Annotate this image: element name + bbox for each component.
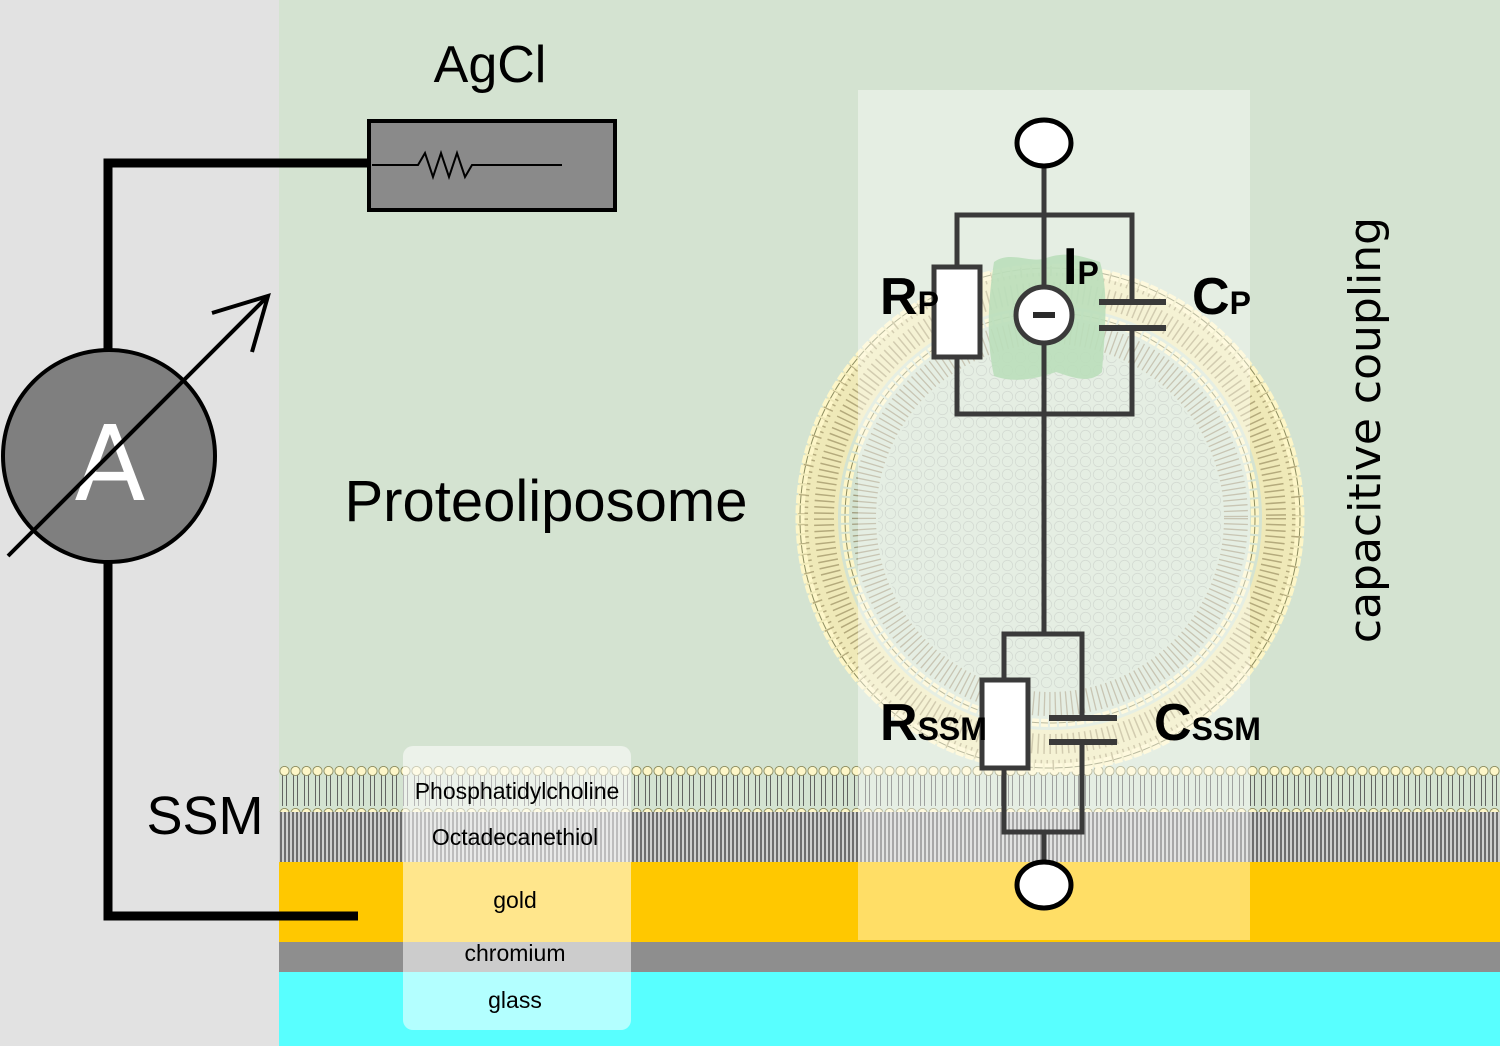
gold-label: gold	[493, 887, 536, 913]
terminal-top	[1014, 117, 1074, 169]
rssm-resistor	[979, 677, 1031, 771]
rp-label: RP	[880, 268, 939, 326]
circuit-overlay-panel	[858, 90, 1250, 940]
agcl-label: AgCl	[434, 36, 547, 94]
cp-capacitor	[1099, 299, 1166, 331]
measurement-wire	[103, 158, 370, 921]
resistor-symbol	[372, 149, 562, 181]
rssm-label: RSSM	[880, 694, 987, 752]
layer-label-panel	[403, 746, 631, 1030]
cp-label: CP	[1192, 268, 1251, 326]
phosphatidylcholine-label: Phosphatidylcholine	[415, 778, 620, 804]
cssm-label: CSSM	[1154, 694, 1261, 752]
rp-resistor	[931, 264, 983, 360]
ammeter-label: A	[74, 403, 145, 525]
variable-arrow-icon	[6, 293, 271, 558]
agcl-electrode	[367, 119, 617, 212]
terminal-bottom	[1014, 859, 1074, 911]
octadecanethiol-label: Octadecanethiol	[432, 824, 598, 850]
ssm-label: SSM	[146, 786, 263, 846]
glass-label: glass	[488, 987, 542, 1013]
cssm-capacitor	[1049, 715, 1117, 745]
chromium-label: chromium	[465, 940, 566, 966]
ip-label: IP	[1063, 238, 1099, 296]
proteoliposome-vesicle	[795, 263, 1305, 773]
equivalent-circuit	[954, 165, 1135, 862]
capacitive-coupling-label: capacitive coupling	[1340, 217, 1391, 643]
proteoliposome-label: Proteoliposome	[345, 469, 748, 534]
